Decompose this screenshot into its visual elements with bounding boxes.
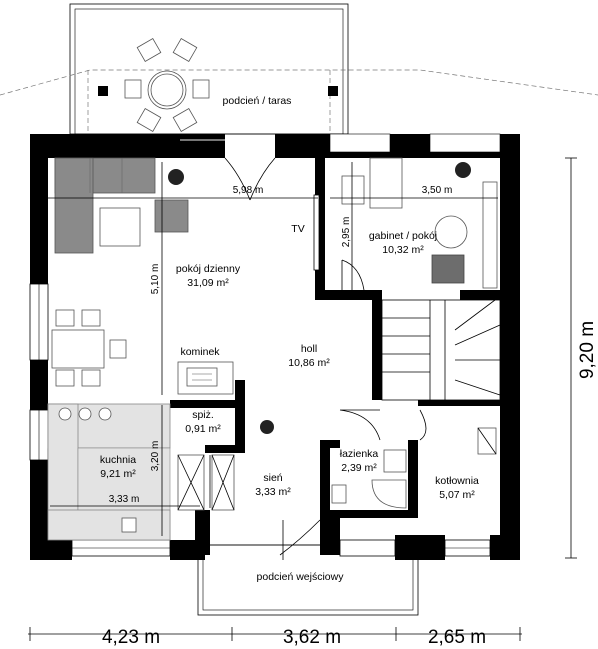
kitchen-area: 9,21 m² [100,468,136,480]
living-room-label: pokój dzienny [176,263,241,275]
living-room-area: 31,09 m² [187,277,229,289]
dim-living-width: 5,98 m [233,185,264,196]
dim-living-depth: 5,10 m [150,264,161,295]
plant-icons [168,162,471,434]
dim-kitchen-depth: 3,20 m [150,441,161,472]
dim-bottom-left: 4,23 m [102,627,160,648]
entrance-porch [197,544,419,616]
boiler-room-label: kotłownia [435,475,479,487]
doors [180,139,427,560]
study-label: gabinet / pokój [369,230,437,242]
dim-study-depth: 2,95 m [341,217,352,248]
dim-bottom-middle: 3,62 m [283,627,341,648]
dim-total-height: 9,20 m [577,321,598,379]
hall-label: holl [301,343,317,355]
tv-label: TV [291,223,304,235]
hall-area: 10,86 m² [288,357,330,369]
kitchen-counters [47,403,235,541]
living-room-furniture [54,157,320,271]
bathroom-area: 2,39 m² [341,462,377,474]
boiler-fixtures [477,427,497,455]
exterior-dimensions [28,157,577,641]
dining-set [51,309,127,387]
terrace-label: podcień / taras [223,95,292,107]
bathroom-fixtures [331,449,407,509]
dim-kitchen-width: 3,33 m [109,494,140,505]
vestibule-area: 3,33 m² [255,486,291,498]
terrace-table-set [124,38,210,132]
staircase [381,299,501,401]
study-furniture [341,157,498,289]
kitchen-label: kuchnia [100,454,136,466]
bathroom-label: łazienka [340,448,379,460]
fireplace [177,361,234,395]
pantry-area: 0,91 m² [185,423,221,435]
boiler-room-area: 5,07 m² [439,489,475,501]
pantry-label: spiż. [192,409,214,421]
porch-label: podcień wejściowy [257,571,345,583]
dim-study-width: 3,50 m [422,185,453,196]
terrace-area [0,3,598,135]
study-area: 10,32 m² [382,244,424,256]
windows [29,133,501,557]
dim-bottom-right: 2,65 m [428,627,486,648]
interior-dimensions [48,162,498,536]
vestibule-label: sień [263,472,282,484]
fireplace-label: kominek [180,346,220,358]
